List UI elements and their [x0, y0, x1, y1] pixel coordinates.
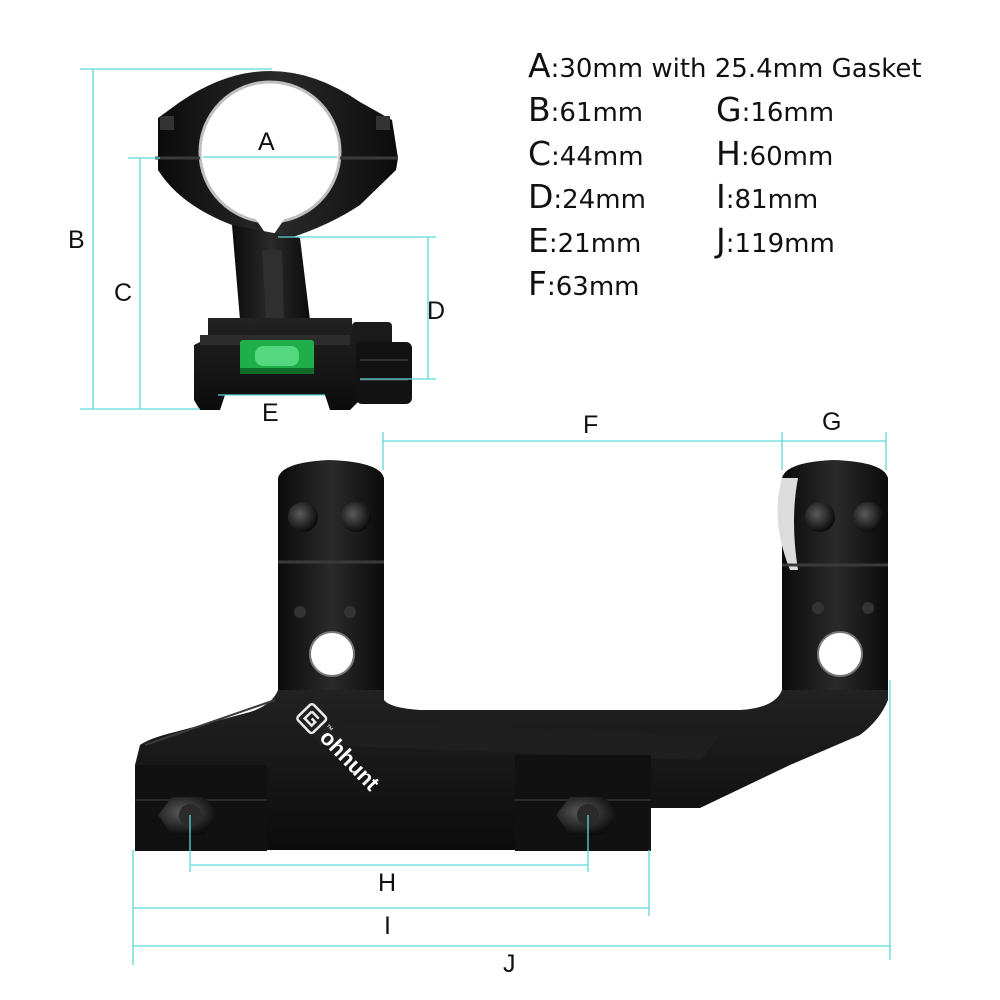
spec-a-letter: A — [528, 46, 551, 85]
spec-h-letter: H — [716, 134, 741, 173]
spec-g-letter: G — [716, 90, 742, 129]
side-front-hole — [817, 631, 863, 677]
dim-label-i: I — [384, 912, 391, 940]
spec-h-value: :60mm — [740, 142, 834, 172]
spec-e: E:21mm — [528, 221, 641, 260]
dim-label-j: J — [503, 950, 516, 978]
side-cap-screw-3 — [805, 502, 835, 532]
spec-e-value: :21mm — [548, 229, 642, 259]
spec-d-letter: D — [528, 177, 554, 216]
spec-c-letter: C — [528, 134, 552, 173]
spec-f-letter: F — [528, 264, 547, 303]
spec-b: B:61mm — [528, 90, 643, 129]
dim-label-a: A — [258, 128, 275, 156]
spec-i-letter: I — [716, 177, 726, 216]
dim-label-f: F — [583, 411, 599, 439]
dim-label-e: E — [262, 399, 279, 427]
dim-label-g: G — [822, 408, 842, 436]
dim-label-c: C — [114, 279, 133, 307]
spec-j-value: :119mm — [725, 229, 835, 259]
spec-j-letter: J — [716, 221, 726, 260]
spec-g-value: :16mm — [741, 98, 835, 128]
spec-f: F:63mm — [528, 264, 639, 303]
spec-b-letter: B — [528, 90, 551, 129]
side-cap-screw-4 — [853, 502, 883, 532]
spec-d: D:24mm — [528, 177, 646, 216]
side-dimension-lines — [132, 432, 891, 965]
spec-b-value: :61mm — [550, 98, 644, 128]
spec-i: I:81mm — [716, 177, 818, 216]
spec-e-letter: E — [528, 221, 549, 260]
side-view — [135, 460, 888, 851]
front-lever-knob — [356, 342, 412, 404]
spec-i-value: :81mm — [725, 185, 819, 215]
spec-h: H:60mm — [716, 134, 833, 173]
spec-f-value: :63mm — [546, 272, 640, 302]
spec-c-value: :44mm — [551, 142, 644, 172]
side-cap-screw-1 — [288, 502, 318, 532]
dim-label-b: B — [68, 226, 85, 254]
front-dimension-lines — [80, 68, 436, 410]
front-view — [155, 71, 412, 410]
front-cap-screw-left — [160, 116, 174, 130]
dim-label-h: H — [378, 869, 397, 897]
front-cap-screw-right — [376, 116, 390, 130]
spec-j: J:119mm — [716, 221, 835, 260]
front-ring-notch — [255, 218, 285, 240]
dim-label-d: D — [427, 297, 446, 325]
side-cap-screw-2 — [341, 502, 371, 532]
spec-a-value: :30mm with 25.4mm Gasket — [550, 54, 922, 84]
spec-a: A:30mm with 25.4mm Gasket — [528, 46, 922, 85]
spec-d-value: :24mm — [553, 185, 646, 215]
spec-c: C:44mm — [528, 134, 644, 173]
side-rear-hole — [309, 631, 355, 677]
spec-g: G:16mm — [716, 90, 834, 129]
